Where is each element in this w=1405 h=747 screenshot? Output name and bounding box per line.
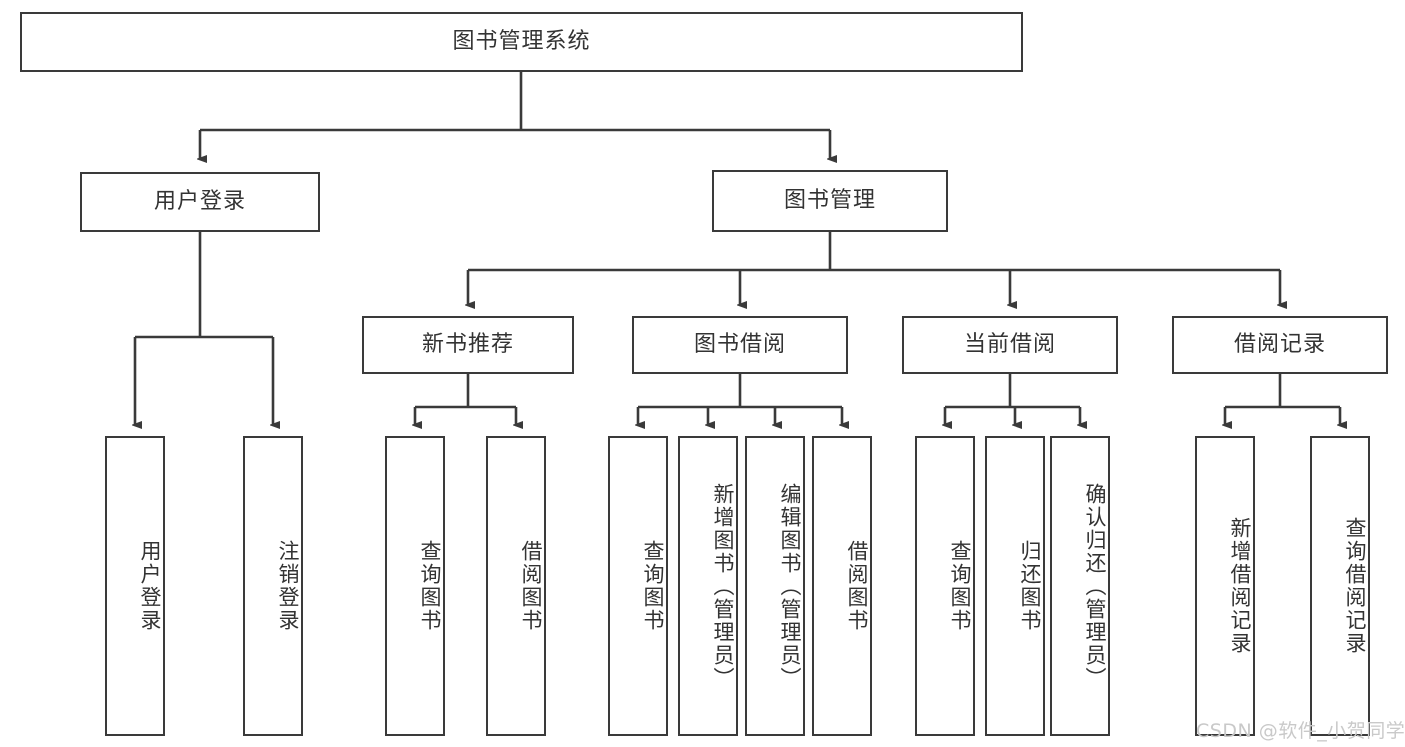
node-root[interactable]: 图书管理系统 — [20, 12, 1023, 72]
node-current-borrow[interactable]: 当前借阅 — [902, 316, 1118, 374]
csdn-watermark: CSDN @软件_小贺同学 — [1196, 720, 1405, 742]
node-leaf-return-book[interactable]: 归还图书 — [985, 436, 1045, 736]
node-label: 新增图书（管理员） — [711, 482, 735, 690]
node-leaf-user-login[interactable]: 用户登录 — [105, 436, 165, 736]
node-label: 借阅记录 — [1233, 331, 1326, 357]
node-label: 查询借阅记录 — [1343, 517, 1367, 655]
node-leaf-borrow-book-recommend[interactable]: 借阅图书 — [486, 436, 546, 736]
node-leaf-query-book-current[interactable]: 查询图书 — [915, 436, 975, 736]
node-book-borrow[interactable]: 图书借阅 — [632, 316, 848, 374]
node-leaf-query-book-borrow[interactable]: 查询图书 — [608, 436, 668, 736]
node-leaf-edit-book-admin[interactable]: 编辑图书（管理员） — [745, 436, 805, 736]
node-leaf-query-borrow-record[interactable]: 查询借阅记录 — [1310, 436, 1370, 736]
node-leaf-add-book-admin[interactable]: 新增图书（管理员） — [678, 436, 738, 736]
node-leaf-add-borrow-record[interactable]: 新增借阅记录 — [1195, 436, 1255, 736]
node-leaf-borrow-book[interactable]: 借阅图书 — [812, 436, 872, 736]
node-user-login[interactable]: 用户登录 — [80, 172, 320, 232]
node-new-book-recommend[interactable]: 新书推荐 — [362, 316, 574, 374]
node-leaf-query-book-recommend[interactable]: 查询图书 — [385, 436, 445, 736]
node-label: 归还图书 — [1018, 540, 1042, 632]
node-borrow-record[interactable]: 借阅记录 — [1172, 316, 1388, 374]
node-label: 查询图书 — [418, 540, 442, 632]
node-label: 用户登录 — [153, 188, 246, 214]
node-label: 新增借阅记录 — [1228, 517, 1252, 655]
node-label: 确认归还（管理员） — [1083, 482, 1107, 690]
node-label: 借阅图书 — [845, 540, 869, 632]
node-label: 查询图书 — [641, 540, 665, 632]
node-book-manage[interactable]: 图书管理 — [712, 170, 948, 232]
node-leaf-confirm-return-admin[interactable]: 确认归还（管理员） — [1050, 436, 1110, 736]
node-label: 新书推荐 — [421, 331, 514, 357]
node-label: 编辑图书（管理员） — [778, 482, 802, 690]
node-leaf-logout[interactable]: 注销登录 — [243, 436, 303, 736]
node-label: 用户登录 — [138, 540, 162, 632]
node-label: 查询图书 — [948, 540, 972, 632]
node-label: 当前借阅 — [963, 331, 1056, 357]
node-label: 图书管理系统 — [452, 28, 591, 54]
node-label: 注销登录 — [276, 540, 300, 632]
node-label: 图书管理 — [783, 187, 876, 213]
node-label: 图书借阅 — [693, 331, 786, 357]
node-label: 借阅图书 — [519, 540, 543, 632]
